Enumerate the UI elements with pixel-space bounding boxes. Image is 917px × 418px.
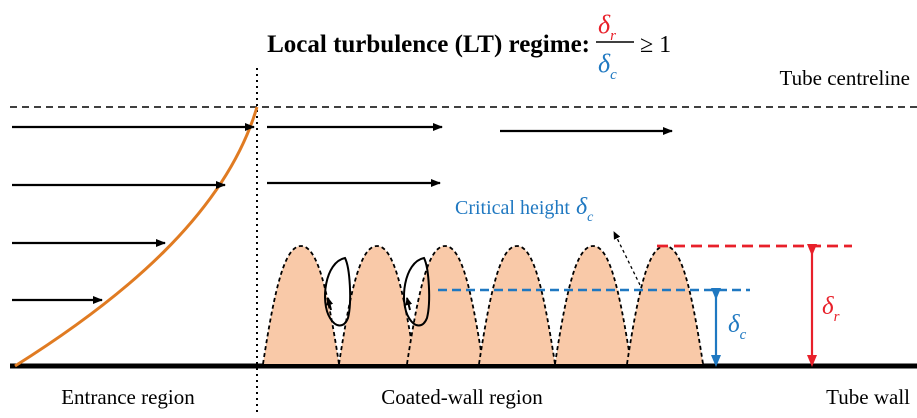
roughness-element [627,246,703,364]
tube-centreline-label: Tube centreline [780,66,910,90]
title-ratio: δr δc ≥ 1 [596,10,671,83]
coated-flow-arrows [267,123,673,187]
roughness-element-outline [338,245,416,365]
roughness-element [263,246,339,364]
roughness-element [339,246,415,364]
vortex-arrow [326,297,334,311]
velocity-profile-curve [14,106,259,368]
roughness-element-outline [406,245,484,365]
tube-wall-label: Tube wall [826,385,910,409]
ratio-denominator: δc [598,49,617,83]
delta-c-label: δc [728,311,747,343]
vortex [324,256,352,327]
roughness-elements [262,245,704,365]
ratio-relation: ≥ 1 [640,32,671,58]
entrance-region-label: Entrance region [61,385,195,409]
delta-r-label: δr [822,293,840,325]
roughness-element [407,246,483,364]
vortex [403,256,431,327]
roughness-element-outline [478,245,556,365]
critical-height-pointer [613,231,641,286]
coated-wall-region-label: Coated-wall region [381,385,543,409]
roughness-element-outline [262,245,340,365]
ratio-numerator: δr [598,10,616,44]
roughness-element [479,246,555,364]
vortex-arrow [405,297,413,311]
entrance-velocity-arrows [12,123,255,304]
roughness-element [555,246,631,364]
recirculation-vortices [324,256,431,327]
roughness-element-outline [554,245,632,365]
title-text: Local turbulence (LT) regime: [267,31,590,58]
